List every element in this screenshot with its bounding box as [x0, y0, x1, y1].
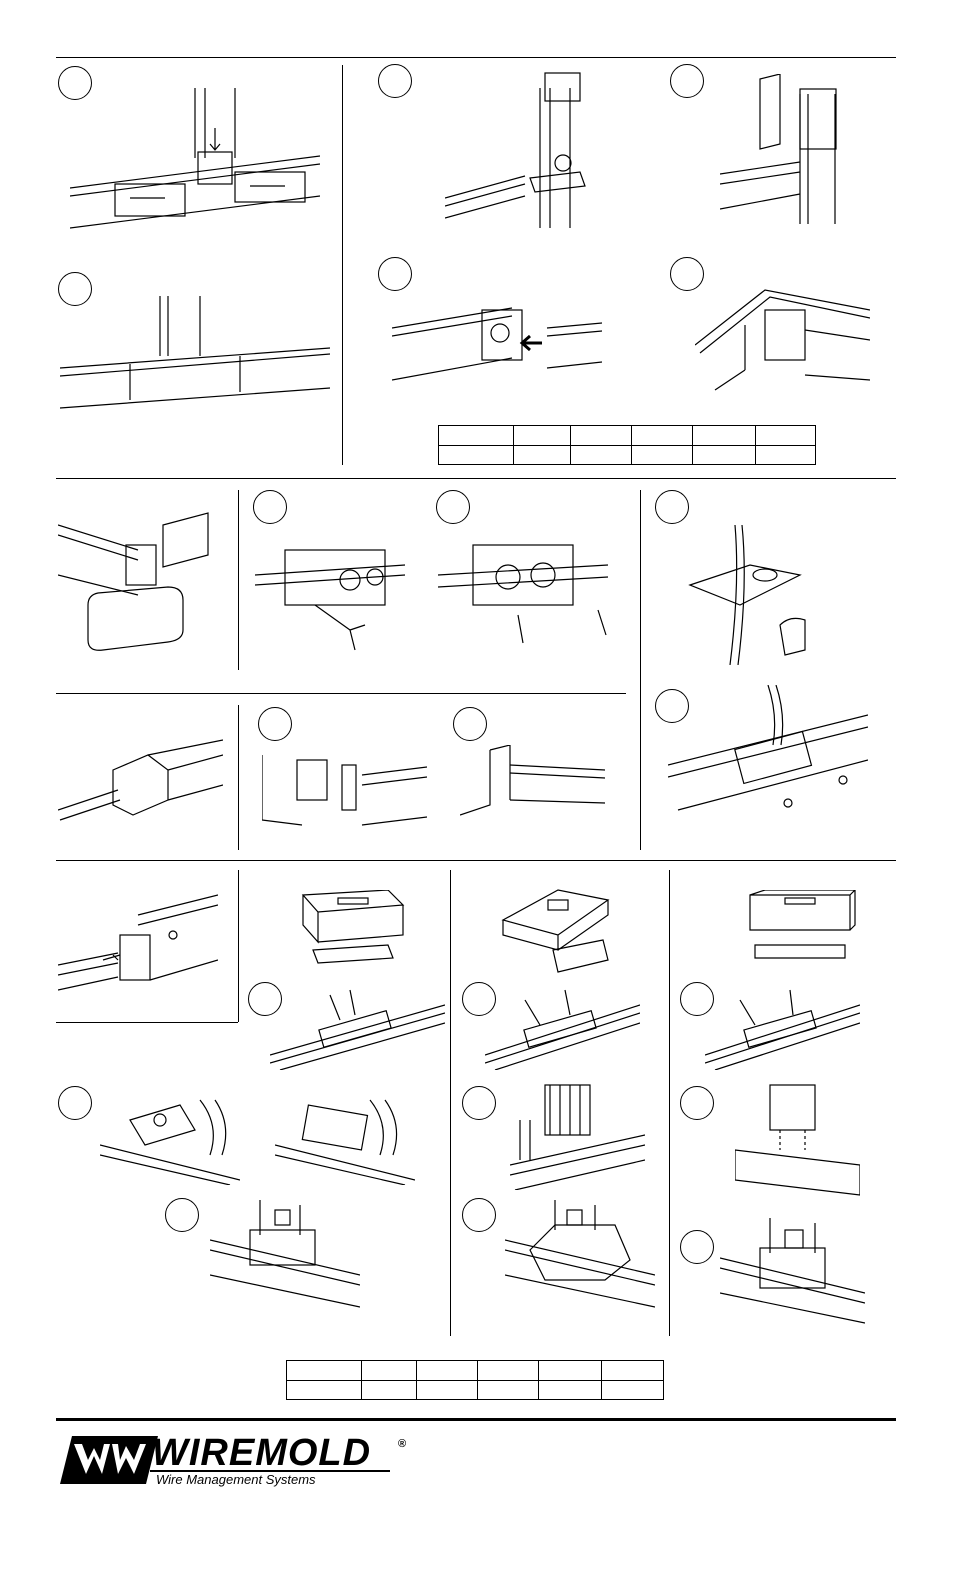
illustration-cord-connector	[58, 720, 223, 830]
step-circle-16	[58, 1086, 92, 1120]
rule-footer	[56, 1418, 896, 1421]
illustration-wall-entrance	[460, 745, 605, 820]
step-circle-13	[248, 982, 282, 1016]
rule-v-mid2	[640, 490, 641, 850]
illustration-breaker-install-a	[510, 1080, 645, 1190]
rule-v-mid3	[238, 705, 239, 850]
rule-v-mid1	[238, 490, 239, 670]
illustration-tee-cover	[60, 296, 330, 411]
rule-v-bot1	[238, 870, 239, 1022]
illustration-coupling	[58, 885, 218, 995]
step-circle-10	[655, 689, 689, 723]
illustration-cover-install-b	[505, 1195, 655, 1310]
illustration-vertical-entry	[445, 68, 625, 233]
rule-section-3	[56, 860, 896, 861]
registered-mark: ®	[398, 1438, 407, 1450]
wiremold-mark-icon	[60, 1436, 158, 1484]
illustration-base-mount-b	[485, 985, 640, 1070]
step-circle-3	[378, 64, 412, 98]
step-circle-20	[462, 1198, 496, 1232]
illustration-wall-plate	[262, 745, 427, 840]
illustration-breaker-install-b	[735, 1080, 860, 1200]
illustration-end-cap	[58, 505, 218, 665]
step-circle-18	[680, 1086, 714, 1120]
step-circle-7	[253, 490, 287, 524]
step-circle-21	[680, 1230, 714, 1264]
step-circle-6	[670, 257, 704, 291]
brand-tagline: Wire Management Systems	[156, 1472, 316, 1487]
step-circle-8	[436, 490, 470, 524]
step-circle-9	[655, 490, 689, 524]
rule-mid-inner	[56, 693, 626, 694]
illustration-cord-outlet	[680, 525, 830, 665]
wiremold-logo	[60, 1434, 420, 1494]
rule-v-bot2	[450, 870, 451, 1336]
rule-top	[56, 57, 896, 58]
brand-name: WIREMOLD	[152, 1432, 372, 1474]
step-circle-5	[378, 257, 412, 291]
step-circle-14	[462, 982, 496, 1016]
illustration-receptacle-wiring-b	[275, 1085, 415, 1185]
illustration-receptacle-wiring-a	[100, 1085, 240, 1185]
step-circle-11	[258, 707, 292, 741]
step-circle-2	[58, 272, 92, 306]
illustration-end-connection	[392, 288, 602, 388]
step-circle-1	[58, 66, 92, 100]
illustration-corner-fitting	[695, 285, 870, 395]
bottom-spec-table	[286, 1360, 664, 1400]
illustration-cover-box-a	[298, 890, 408, 970]
rule-v-bot3	[669, 870, 670, 1336]
illustration-cover-box-c	[745, 890, 860, 965]
illustration-cord-clamp	[668, 685, 868, 825]
step-circle-12	[453, 707, 487, 741]
illustration-base-mount-a	[270, 985, 445, 1070]
illustration-vertical-cover	[720, 74, 840, 229]
illustration-device-bracket	[255, 535, 405, 655]
rule-section-2	[56, 478, 896, 479]
rule-box-bottom	[56, 1022, 238, 1023]
illustration-cover-install-a	[210, 1195, 360, 1310]
illustration-tee-fitting	[70, 88, 320, 233]
illustration-base-mount-c	[705, 985, 860, 1070]
step-circle-19	[165, 1198, 199, 1232]
step-circle-17	[462, 1086, 496, 1120]
step-circle-15	[680, 982, 714, 1016]
step-circle-4	[670, 64, 704, 98]
illustration-cover-install-c	[720, 1218, 865, 1328]
top-spec-table	[438, 425, 816, 465]
rule-v-top	[342, 65, 343, 465]
brand-underline	[150, 1470, 390, 1472]
illustration-device-plate	[438, 535, 608, 650]
illustration-cover-box-b	[498, 880, 618, 980]
